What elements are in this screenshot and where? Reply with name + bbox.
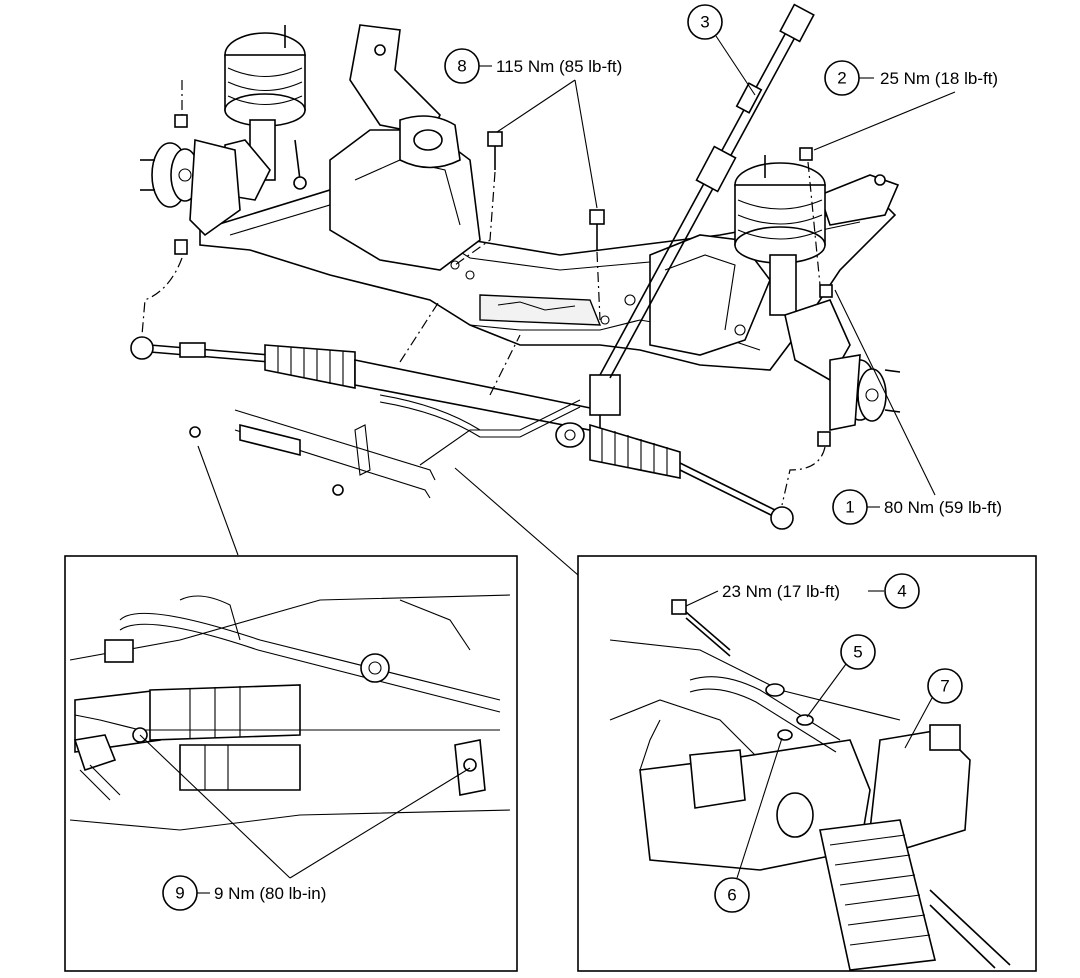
- intermediate-shaft: [599, 3, 815, 379]
- detail-inset-cooler-bracket: [64, 555, 518, 972]
- assembly-centerlines: [141, 80, 826, 506]
- main-assembly-illustration: [130, 3, 901, 530]
- callout-6-number: 6: [727, 886, 736, 905]
- callout-2-spec: 25 Nm (18 lb-ft): [880, 69, 998, 88]
- callout-4: 23 Nm (17 lb-ft) 4: [685, 573, 920, 609]
- right-strut-spring: [734, 155, 851, 382]
- callout-2: 2 25 Nm (18 lb-ft): [813, 60, 998, 151]
- callout-3-number: 3: [700, 13, 709, 32]
- callout-1-spec: 80 Nm (59 lb-ft): [884, 498, 1002, 517]
- callout-3: 3: [687, 4, 756, 96]
- fasteners: [487, 131, 813, 250]
- callout-4-number: 4: [897, 582, 906, 601]
- callout-7-number: 7: [940, 677, 949, 696]
- callout-7: 7: [904, 668, 963, 749]
- callout-2-number: 2: [837, 69, 846, 88]
- callout-4-spec: 23 Nm (17 lb-ft): [722, 582, 840, 601]
- callout-1: 1 80 Nm (59 lb-ft): [832, 289, 1002, 525]
- callout-9: 9 9 Nm (80 lb-in): [139, 734, 471, 911]
- callout-5: 5: [806, 634, 876, 718]
- steering-rack: [130, 336, 794, 530]
- callout-8: 8 115 Nm (85 lb-ft): [444, 48, 622, 209]
- callout-1-number: 1: [845, 498, 854, 517]
- callout-9-spec: 9 Nm (80 lb-in): [214, 884, 326, 903]
- left-knuckle-hub: [140, 114, 241, 255]
- cooler-lines: [189, 409, 436, 499]
- callout-8-spec: 115 Nm (85 lb-ft): [496, 57, 622, 76]
- right-knuckle-hub: [817, 284, 901, 447]
- callout-8-number: 8: [457, 57, 466, 76]
- inset-leader-lines: [197, 445, 579, 576]
- callout-5-number: 5: [853, 643, 862, 662]
- callout-6: 6: [714, 737, 783, 913]
- detail-inset-pinion-valve: [577, 555, 1037, 972]
- front-subframe: [199, 24, 900, 371]
- callout-9-number: 9: [175, 884, 184, 903]
